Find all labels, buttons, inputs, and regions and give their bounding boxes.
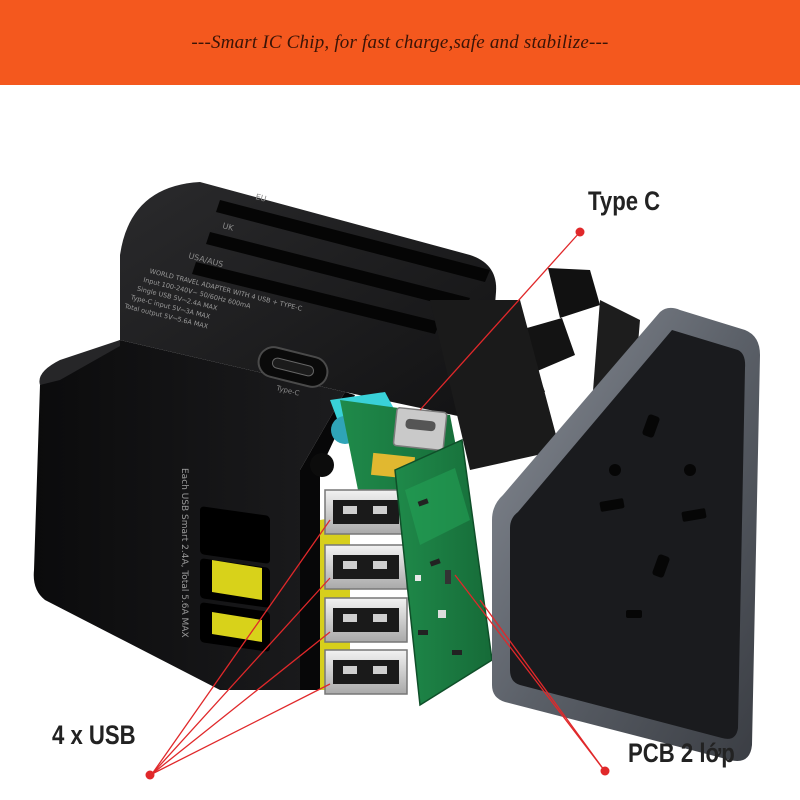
product-photo: EU UK USA/AUS WORLD TRAVEL ADAPTER WITH … xyxy=(33,182,760,780)
callout-lines xyxy=(151,231,605,775)
faceplate xyxy=(492,307,760,761)
pcb-callout-line xyxy=(479,599,605,771)
pcb-callout-line xyxy=(454,574,605,771)
top-banner: ---Smart IC Chip, for fast charge,safe a… xyxy=(0,0,800,85)
usb-callout-line xyxy=(151,519,331,775)
body-usb-openings xyxy=(200,506,270,652)
usb-callout-line xyxy=(151,631,331,775)
side-text: Each USB Smart 2.4A, Total 5.6A MAX xyxy=(179,468,189,638)
banner-tagline: ---Smart IC Chip, for fast charge,safe a… xyxy=(191,31,609,53)
typec-port: Type-C xyxy=(257,346,329,398)
usb-callout-dot xyxy=(145,770,155,780)
usb-port-stack xyxy=(324,489,408,695)
typec-callout-dot xyxy=(575,227,585,237)
pcb-label: PCB 2 lớp xyxy=(628,738,735,768)
adapter-body: EU UK USA/AUS WORLD TRAVEL ADAPTER WITH … xyxy=(33,182,497,690)
usb-callout-line xyxy=(151,577,331,775)
slider-label-uk: UK xyxy=(221,221,235,233)
type-c-label: Type C xyxy=(588,186,661,216)
vertical-pcb xyxy=(394,438,493,707)
callout-dots xyxy=(145,227,610,780)
usb-callout-line xyxy=(151,683,331,775)
slider-label-eu: EU xyxy=(254,192,267,204)
usb-count-label: 4 x USB xyxy=(52,720,136,750)
typec-callout-line xyxy=(419,231,581,411)
slider-slots xyxy=(192,200,490,334)
pcb-callout-dot xyxy=(600,766,610,776)
socket-holes xyxy=(599,414,707,618)
